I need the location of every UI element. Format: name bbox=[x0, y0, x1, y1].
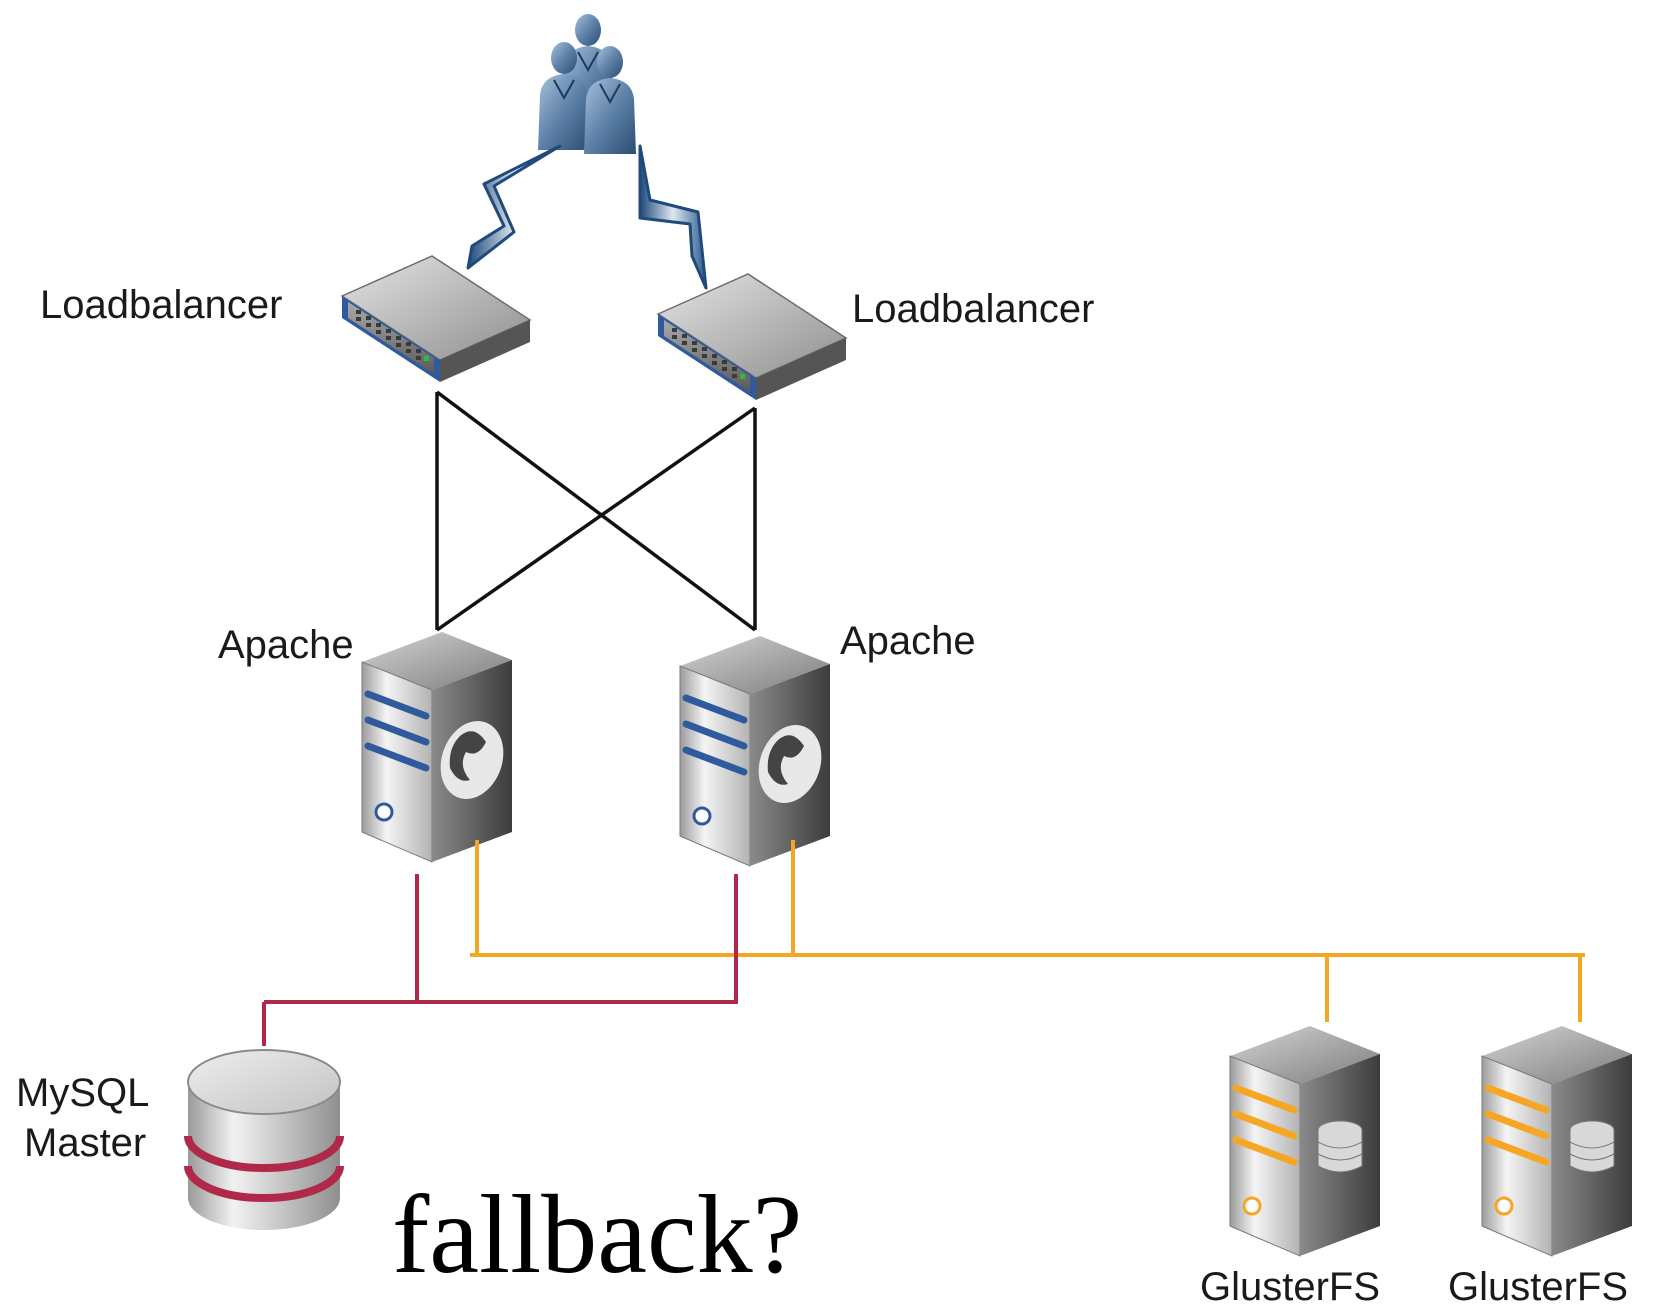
web-server-tower-icon bbox=[362, 632, 514, 862]
mysql-master-label-line2: Master bbox=[24, 1121, 146, 1165]
users-group-icon bbox=[537, 13, 637, 155]
loadbalancer-right-label: Loadbalancer bbox=[852, 287, 1094, 331]
glusterfs-left-node: GlusterFS bbox=[1200, 1026, 1380, 1309]
glusterfs-right-label: GlusterFS bbox=[1448, 1265, 1628, 1309]
lightning-link-right bbox=[638, 144, 708, 290]
loadbalancer-left-label: Loadbalancer bbox=[40, 283, 282, 327]
network-switch-icon bbox=[341, 255, 531, 383]
database-cylinder-icon bbox=[184, 1049, 344, 1230]
apache-left-label: Apache bbox=[218, 623, 354, 667]
storage-bus bbox=[470, 840, 1585, 1022]
apache-right-node: Apache bbox=[680, 619, 976, 866]
apache-left-node: Apache bbox=[218, 623, 514, 862]
mysql-master-node: MySQL Master bbox=[16, 1049, 344, 1230]
storage-server-tower-icon bbox=[1230, 1026, 1380, 1256]
lightning-link-left bbox=[466, 144, 562, 270]
storage-server-tower-icon bbox=[1482, 1026, 1632, 1256]
network-switch-icon bbox=[657, 273, 847, 401]
fallback-question: fallback? bbox=[392, 1173, 802, 1297]
mysql-master-label-line1: MySQL bbox=[16, 1071, 149, 1115]
mysql-bus bbox=[262, 874, 738, 1046]
glusterfs-left-label: GlusterFS bbox=[1200, 1265, 1380, 1309]
glusterfs-right-node: GlusterFS bbox=[1448, 1026, 1632, 1309]
loadbalancer-right-node: Loadbalancer bbox=[657, 273, 1094, 401]
link-lb-left-to-apache-right bbox=[435, 390, 757, 632]
link-lb-right-to-apache-left bbox=[435, 406, 757, 632]
loadbalancer-left-node: Loadbalancer bbox=[40, 255, 531, 383]
lan-links bbox=[435, 390, 757, 632]
web-server-tower-icon bbox=[680, 636, 832, 866]
apache-right-label: Apache bbox=[840, 619, 976, 663]
